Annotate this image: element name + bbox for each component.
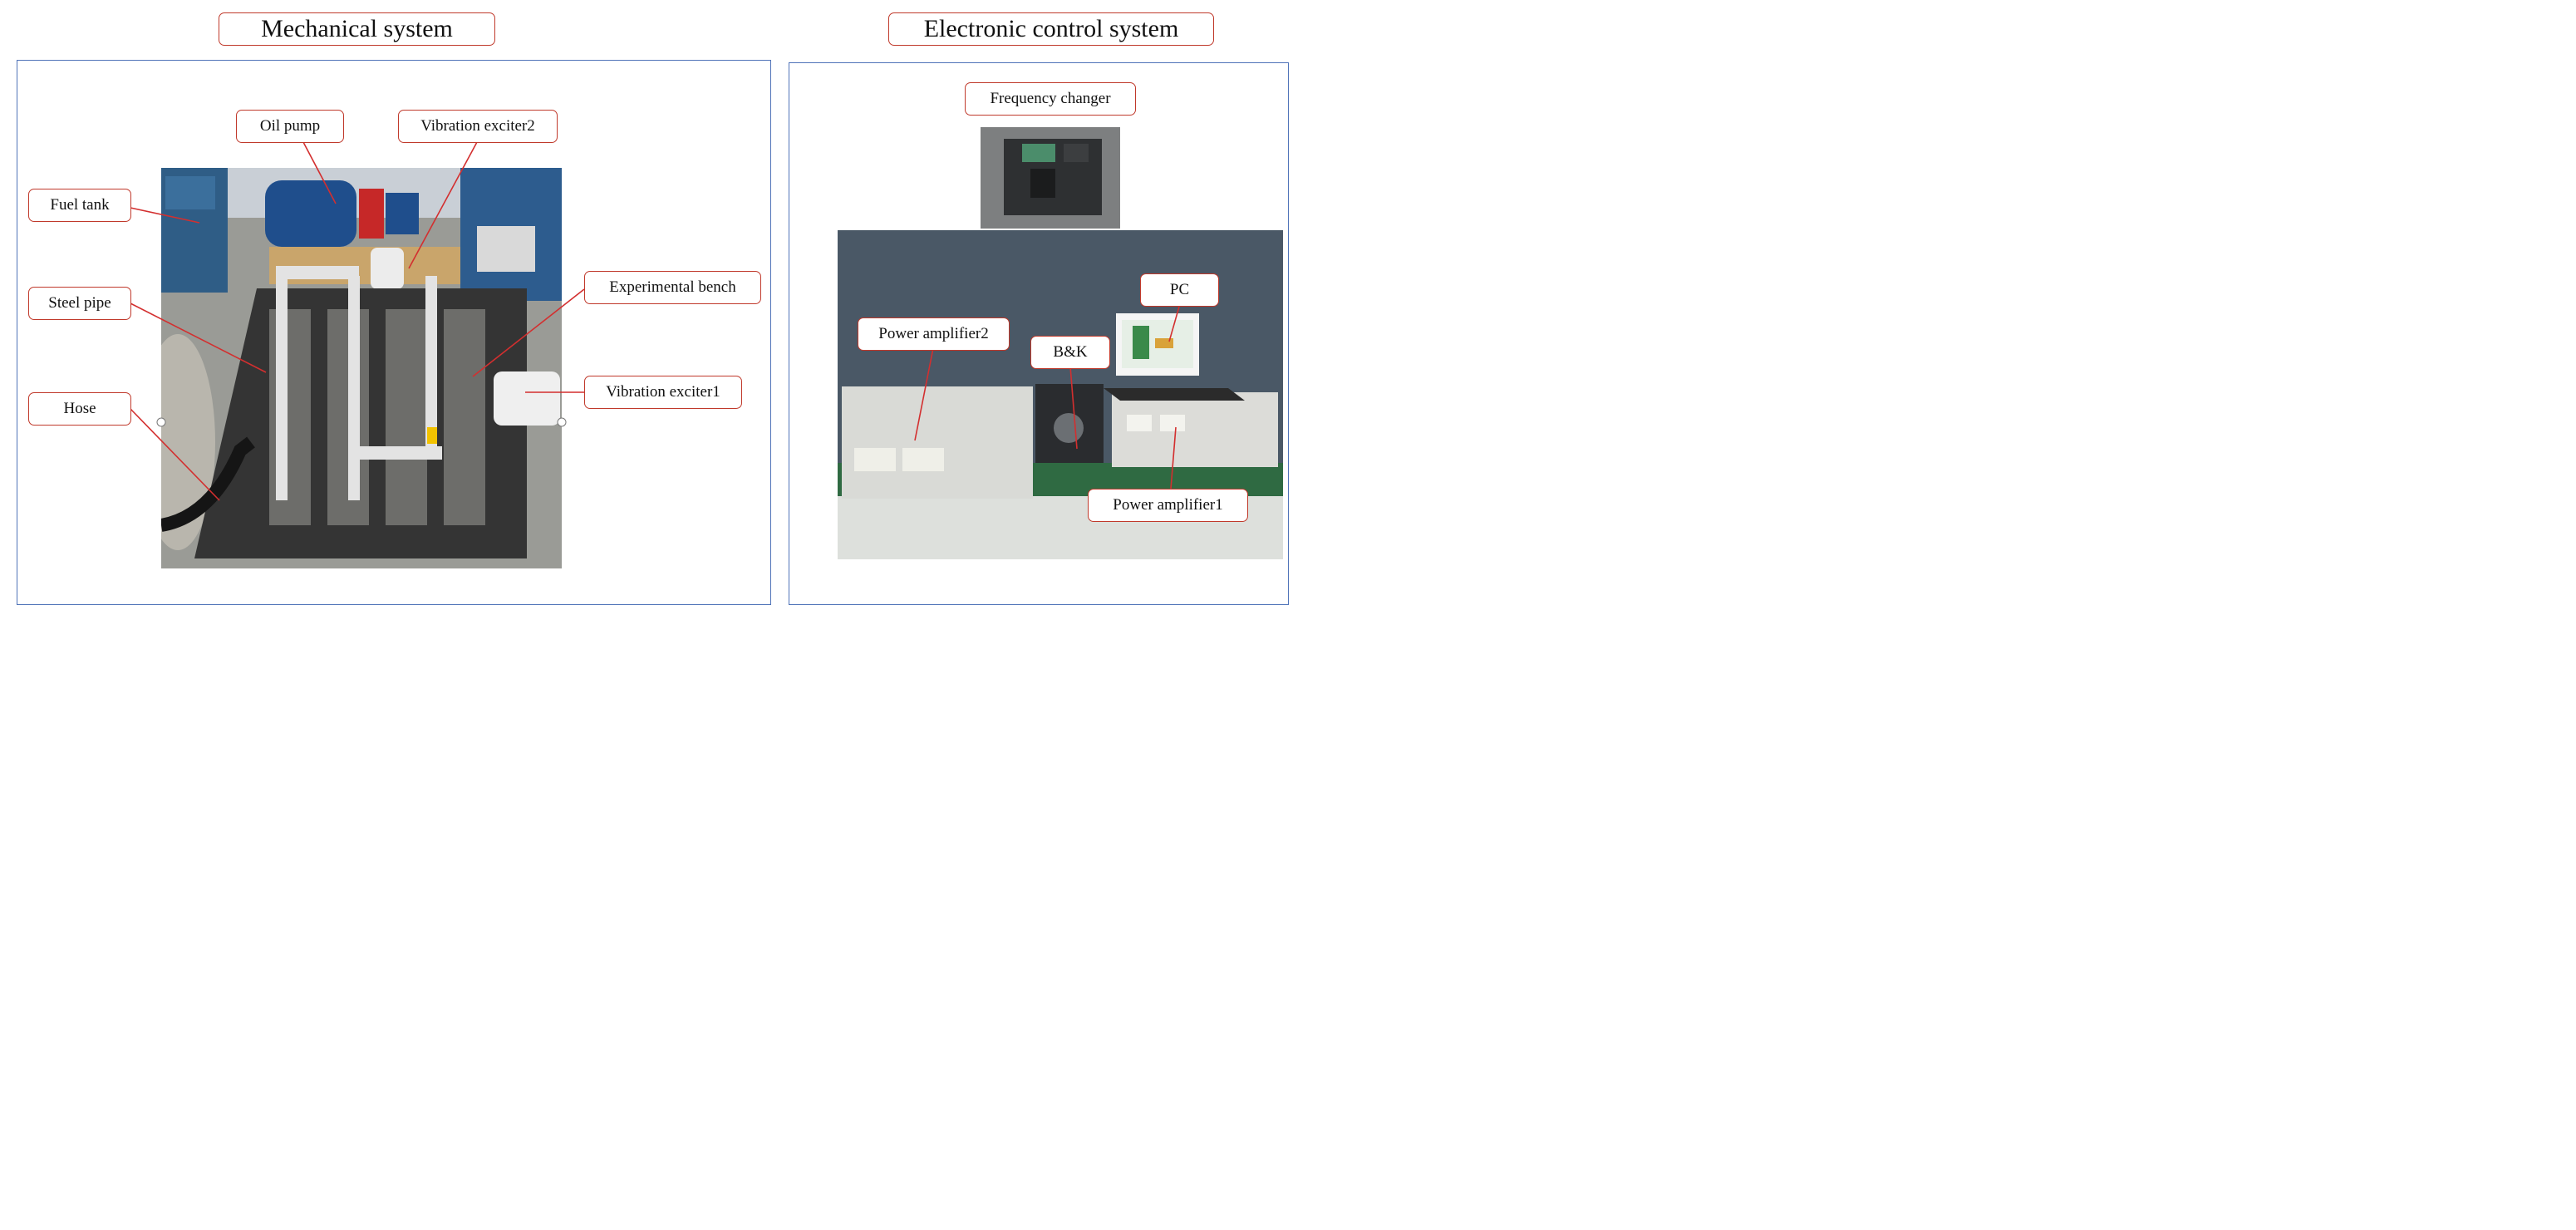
hose-label: Hose — [28, 392, 131, 426]
electronic-control-system-title: Electronic control system — [888, 12, 1214, 46]
frequency-changer-illustration — [981, 127, 1120, 229]
power-amplifier1-label: Power amplifier1 — [1088, 489, 1248, 522]
bk-label: B&K — [1030, 336, 1110, 369]
steel-pipe-label: Steel pipe — [28, 287, 131, 320]
experimental-bench-label: Experimental bench — [584, 271, 761, 304]
vibration-exciter2-label: Vibration exciter2 — [398, 110, 558, 143]
mechanical-bench-illustration — [161, 168, 562, 568]
vibration-exciter1-label: Vibration exciter1 — [584, 376, 742, 409]
pc-label: PC — [1140, 273, 1219, 307]
frequency-changer-label: Frequency changer — [965, 82, 1136, 116]
fuel-tank-label: Fuel tank — [28, 189, 131, 222]
frequency-changer-photo — [981, 127, 1120, 229]
power-amplifier2-label: Power amplifier2 — [858, 317, 1010, 351]
mechanical-bench-photo — [161, 168, 562, 568]
mechanical-system-title: Mechanical system — [219, 12, 495, 46]
oil-pump-label: Oil pump — [236, 110, 344, 143]
